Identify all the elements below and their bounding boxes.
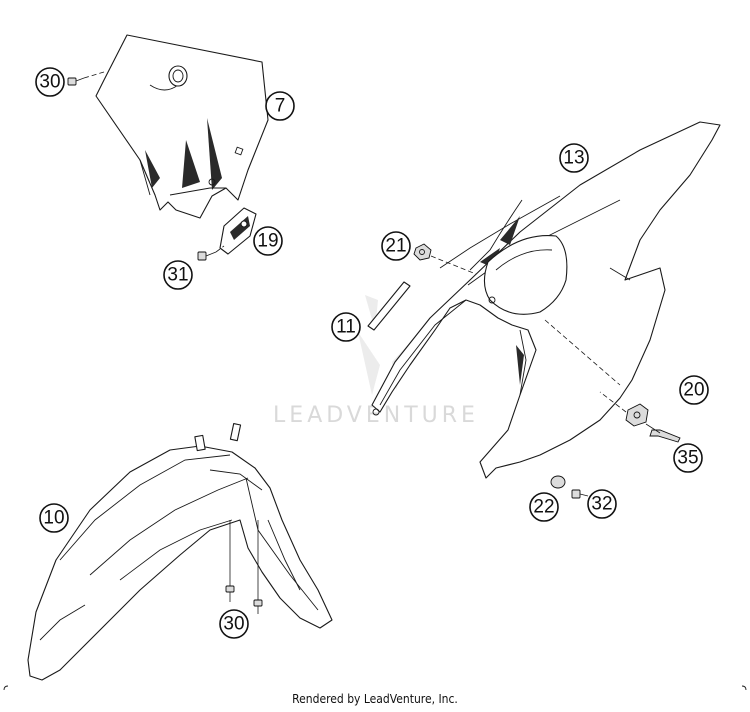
callout-7: 7 [265,91,295,121]
part-10-front-fender [27,423,333,681]
part-35-bolt [645,423,681,443]
part-11-decal [367,281,411,331]
callout-10: 10 [39,503,69,533]
callout-22: 22 [529,492,559,522]
svg-text:30: 30 [223,614,244,635]
corner-mark-right [741,685,747,690]
svg-text:21: 21 [385,236,406,257]
svg-text:22: 22 [533,497,554,518]
part-21-nut [413,243,477,275]
svg-text:11: 11 [336,317,356,338]
callout-11: 11 [331,312,361,342]
callout-19: 19 [253,226,283,256]
part-20-nut [599,391,649,427]
svg-text:31: 31 [167,265,188,286]
part-30-screws-bottom [225,520,263,614]
part-13-rear-fender [371,121,721,479]
callout-30-bottom: 30 [219,609,249,639]
part-30-screw-top [67,71,105,86]
svg-text:20: 20 [683,380,704,401]
callout-35: 35 [673,443,703,473]
part-22-washer [550,475,566,489]
callout-30-top: 30 [35,67,65,97]
callout-21: 21 [381,231,411,261]
callout-20: 20 [679,375,709,405]
svg-text:19: 19 [257,231,278,252]
part-7-number-plate [95,34,269,219]
part-19-clip [219,207,257,255]
assembly-line-rear [544,319,621,386]
svg-text:35: 35 [677,448,698,469]
callout-32: 32 [587,489,617,519]
part-32-screw [571,489,589,499]
corner-mark-left [3,685,9,690]
svg-text:13: 13 [563,148,584,169]
callout-31: 31 [163,260,193,290]
svg-text:10: 10 [43,508,64,529]
footer-credit: Rendered by LeadVenture, Inc. [292,692,458,706]
part-31-bolt [197,245,225,261]
svg-text:30: 30 [39,72,60,93]
svg-text:7: 7 [275,96,286,117]
parts-diagram: LEADVENTURE [3,34,747,690]
svg-text:32: 32 [591,494,612,515]
callout-13: 13 [559,143,589,173]
